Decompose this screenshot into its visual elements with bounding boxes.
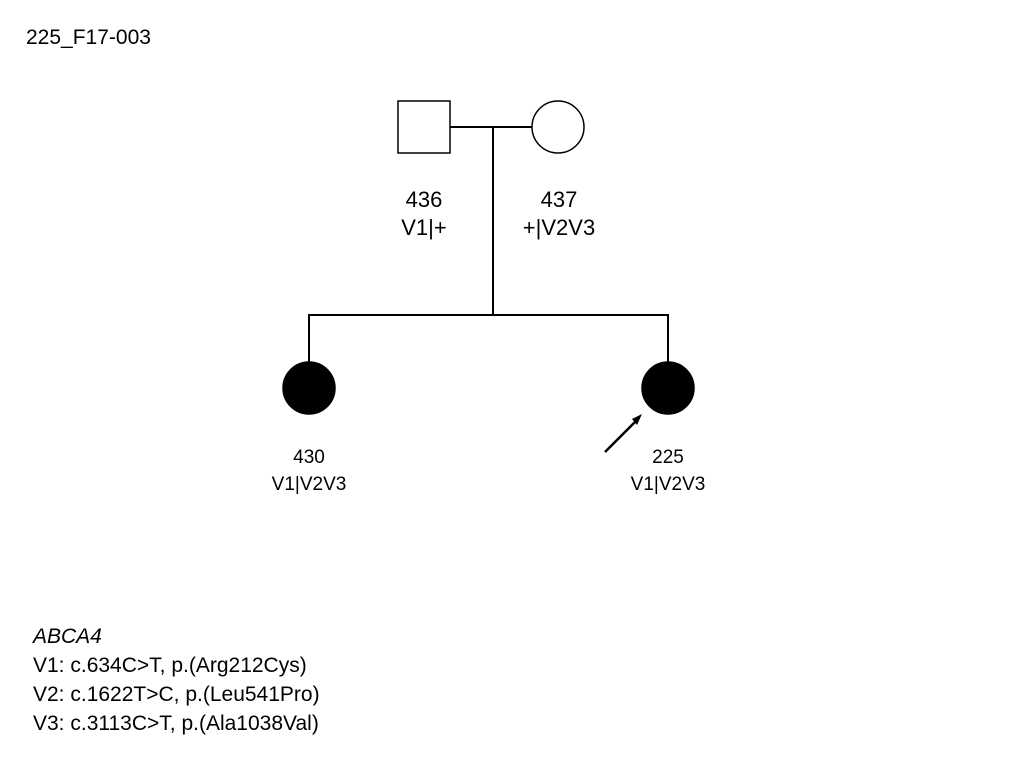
sibling-genotype: V1|V2V3	[271, 474, 347, 495]
mother-genotype: +|V2V3	[522, 215, 596, 240]
variant-legend: ABCA4 V1: c.634C>T, p.(Arg212Cys) V2: c.…	[33, 622, 320, 738]
family-id: 225_F17-003	[26, 26, 151, 49]
variant-v3: V3: c.3113C>T, p.(Ala1038Val)	[33, 712, 319, 735]
proband-symbol	[641, 361, 695, 415]
mother-label: 437 +|V2V3	[489, 186, 629, 242]
proband-arrow-icon	[604, 414, 642, 453]
sibling-label: 430 V1|V2V3	[239, 444, 379, 498]
sibling-id: 430	[293, 447, 325, 468]
proband-genotype: V1|V2V3	[630, 474, 706, 495]
mother-symbol	[531, 100, 585, 154]
sibling-symbol	[282, 361, 336, 415]
proband-label: 225 V1|V2V3	[598, 444, 738, 498]
gene-name: ABCA4	[33, 625, 102, 648]
mother-id: 437	[540, 187, 578, 212]
father-id: 436	[405, 187, 443, 212]
variant-v2: V2: c.1622T>C, p.(Leu541Pro)	[33, 683, 320, 706]
variant-v1: V1: c.634C>T, p.(Arg212Cys)	[33, 654, 307, 677]
father-label: 436 V1|+	[354, 186, 494, 242]
proband-id: 225	[652, 447, 684, 468]
father-symbol	[397, 100, 451, 154]
father-genotype: V1|+	[401, 215, 447, 240]
